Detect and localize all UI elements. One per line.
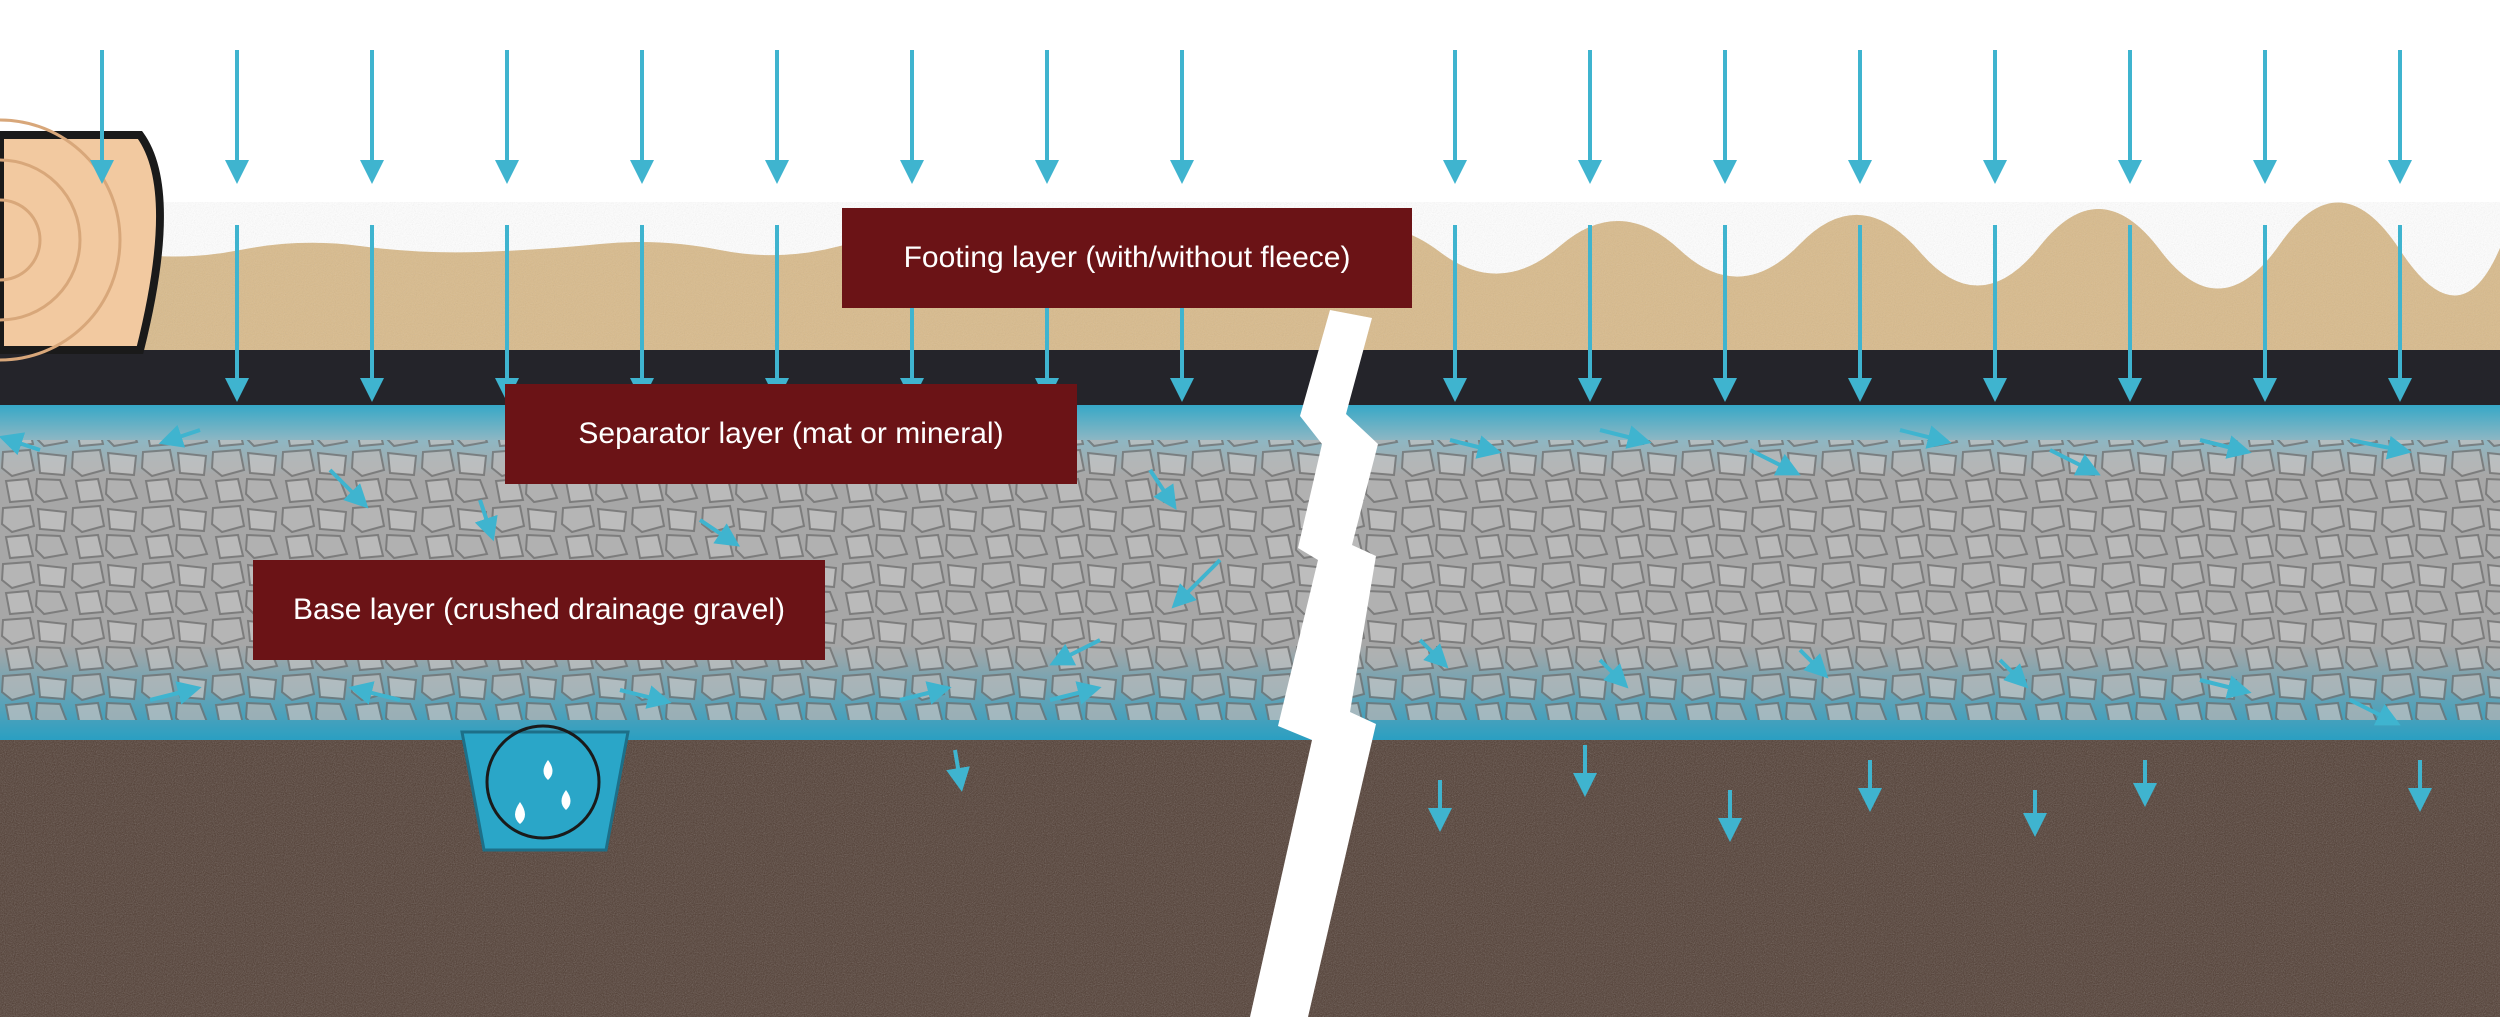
wooden-log-icon: [0, 118, 164, 362]
section-break-icon: [1250, 310, 1378, 1017]
separator-mat-layer: [0, 345, 2500, 405]
arrow-down-icon: [2199, 435, 2252, 459]
arrow-down-icon: [1148, 468, 1177, 510]
water-flow-arrows: [0, 50, 2432, 842]
arrow-down-icon: [1998, 658, 2029, 689]
arrow-down-icon: [149, 681, 202, 705]
arrow-down-icon: [2199, 675, 2252, 699]
arrow-down-icon: [1899, 425, 1952, 449]
label-base-layer: Base layer (crushed drainage gravel): [253, 560, 825, 660]
arrow-down-icon: [158, 424, 201, 448]
label-footing-layer: Footing layer (with/without fleece): [842, 208, 1412, 308]
arrow-down-icon: [328, 468, 369, 509]
arrow-down-icon: [348, 681, 401, 705]
arrow-down-icon: [899, 681, 952, 705]
arrow-down-icon: [0, 432, 41, 456]
arrow-down-icon: [2349, 698, 2401, 726]
arrow-down-icon: [698, 518, 740, 547]
arrow-down-icon: [2049, 448, 2101, 476]
arrow-down-icon: [1049, 681, 1102, 705]
arrow-down-icon: [1418, 638, 1449, 669]
arrow-down-icon: [1598, 658, 1629, 689]
arrow-down-icon: [946, 749, 970, 792]
arrow-down-icon: [1171, 558, 1222, 609]
label-separator-layer: Separator layer (mat or mineral): [505, 384, 1077, 484]
arrow-down-icon: [1049, 638, 1101, 666]
arrow-down-icon: [1599, 425, 1652, 449]
arrow-down-icon: [1798, 648, 1829, 679]
drain-pipe-icon: [460, 724, 630, 852]
arrow-down-icon: [2349, 435, 2412, 460]
arrow-down-icon: [619, 685, 672, 709]
arrow-down-icon: [474, 499, 498, 542]
arrow-down-icon: [1749, 448, 1801, 476]
arrow-down-icon: [1449, 435, 1502, 459]
